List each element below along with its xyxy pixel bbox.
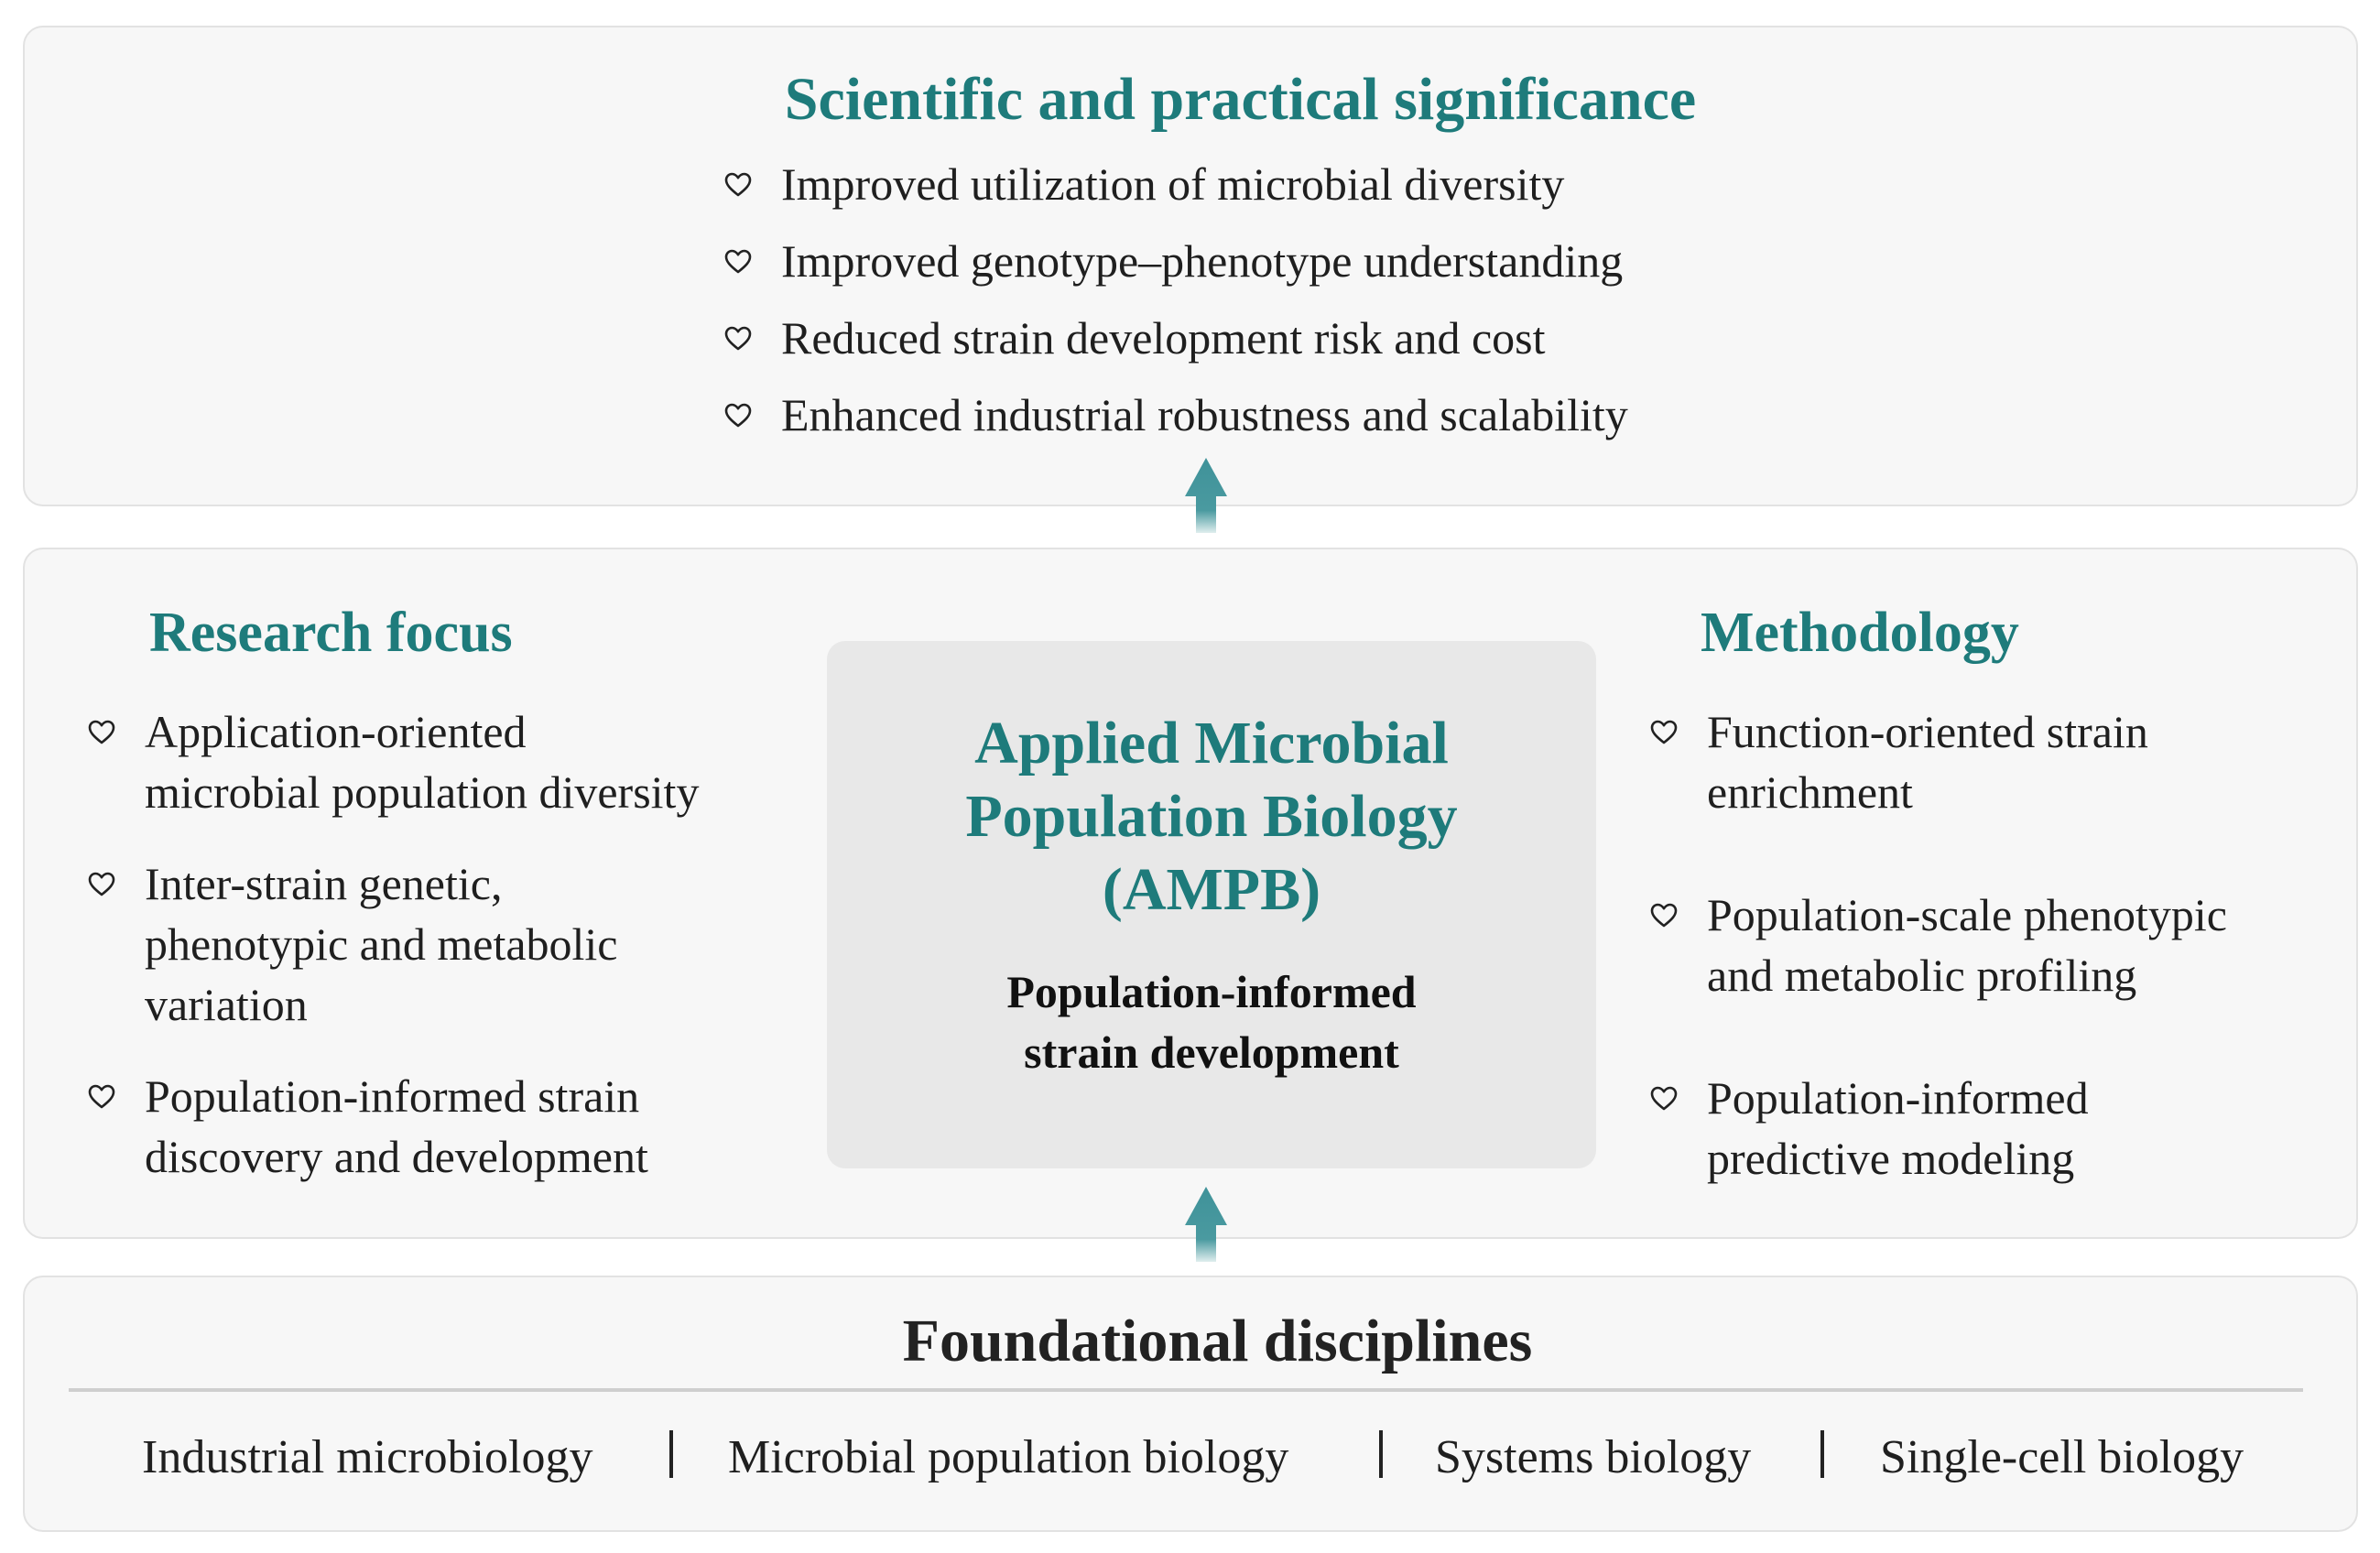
- discipline-item: Systems biology: [1435, 1431, 1752, 1483]
- research-focus-item: Inter-strain genetic,phenotypic and meta…: [88, 853, 786, 1035]
- heart-outline-icon: [724, 172, 752, 198]
- heart-outline-icon: [1650, 903, 1678, 929]
- heart-outline-icon: [724, 249, 752, 275]
- heart-outline-icon: [1650, 1086, 1678, 1112]
- discipline-item: Single-cell biology: [1880, 1431, 2244, 1483]
- discipline-separator: [1820, 1430, 1824, 1478]
- discipline-separator: [669, 1430, 673, 1478]
- foundations-panel: [23, 1276, 2358, 1532]
- significance-item: Improved utilization of microbial divers…: [724, 154, 1628, 231]
- ampb-subtitle: Population-informed strain development: [1006, 966, 1417, 1078]
- heart-outline-icon: [88, 720, 115, 745]
- foundations-title: Foundational disciplines: [902, 1308, 1533, 1374]
- research-focus-title: Research focus: [149, 602, 513, 664]
- ampb-center-box: Applied Microbial Population Biology (AM…: [827, 641, 1596, 1168]
- ampb-title: Applied Microbial Population Biology (AM…: [965, 710, 1458, 923]
- heart-outline-icon: [88, 1084, 115, 1110]
- significance-panel: [23, 26, 2358, 506]
- foundations-divider: [69, 1388, 2303, 1392]
- methodology-title: Methodology: [1701, 602, 2019, 664]
- discipline-item: Industrial microbiology: [142, 1431, 593, 1483]
- significance-item: Enhanced industrial robustness and scala…: [724, 385, 1628, 462]
- significance-list: Improved utilization of microbial divers…: [724, 154, 1628, 462]
- up-arrow-icon: [1185, 1187, 1227, 1262]
- heart-outline-icon: [724, 326, 752, 352]
- heart-outline-icon: [1650, 720, 1678, 745]
- heart-outline-icon: [724, 403, 752, 429]
- up-arrow-icon: [1185, 458, 1227, 533]
- discipline-item: Microbial population biology: [728, 1431, 1289, 1483]
- heart-outline-icon: [88, 872, 115, 897]
- significance-item: Improved genotype–phenotype understandin…: [724, 231, 1628, 308]
- significance-title: Scientific and practical significance: [784, 66, 1697, 133]
- discipline-separator: [1379, 1430, 1383, 1478]
- significance-item: Reduced strain development risk and cost: [724, 308, 1628, 385]
